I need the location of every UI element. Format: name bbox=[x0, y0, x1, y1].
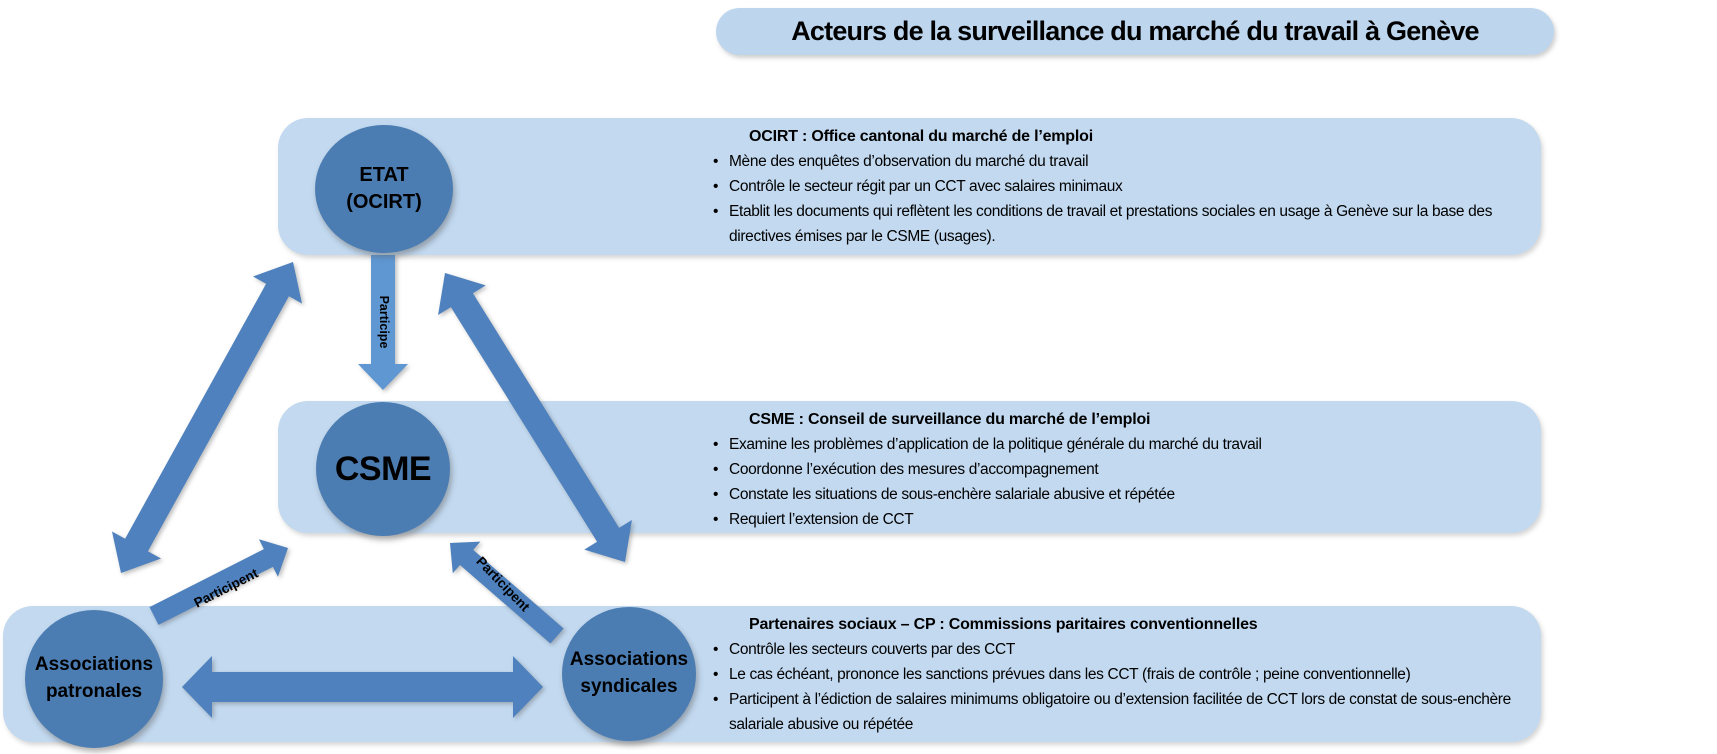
bullet-dot: • bbox=[713, 153, 719, 170]
bullet-dot: • bbox=[713, 691, 719, 708]
ocirt-bullet-2: • Contrôle le secteur régit par un CCT a… bbox=[712, 174, 1530, 199]
csme-bullet-3: • Constate les situations de sous-enchèr… bbox=[712, 482, 1530, 507]
bullet-dot: • bbox=[713, 486, 719, 503]
node-etat-ocirt: ETAT (OCIRT) bbox=[315, 125, 453, 253]
ocirt-bullet-1: • Mène des enquêtes d’observation du mar… bbox=[712, 149, 1530, 174]
csme-bullet-1-text: Examine les problèmes d’application de l… bbox=[729, 436, 1262, 453]
ocirt-bullet-3-text: Etablit les documents qui reflètent les … bbox=[729, 203, 1493, 245]
page-title: Acteurs de la surveillance du marché du … bbox=[791, 16, 1479, 46]
ocirt-header: OCIRT : Office cantonal du marché de l’e… bbox=[749, 128, 1093, 145]
node-associations-syndicales: Associations syndicales bbox=[562, 607, 696, 741]
partenaires-bullet-3: • Participent à l’édiction de salaires m… bbox=[712, 687, 1530, 737]
node-csme: CSME bbox=[316, 402, 450, 536]
ocirt-bullet-1-text: Mène des enquêtes d’observation du march… bbox=[729, 153, 1089, 170]
partenaires-bullet-3-text: Participent à l’édiction de salaires min… bbox=[729, 691, 1511, 733]
csme-header: CSME : Conseil de surveillance du marché… bbox=[749, 411, 1151, 428]
partenaires-text-block: Partenaires sociaux – CP : Commissions p… bbox=[712, 612, 1530, 737]
partenaires-bullet-2-text: Le cas échéant, prononce les sanctions p… bbox=[729, 666, 1411, 683]
csme-bullet-4: • Requiert l’extension de CCT bbox=[712, 507, 1530, 532]
node-patronales-line2: patronales bbox=[45, 681, 143, 702]
arrow-patronales-csme bbox=[149, 539, 288, 625]
csme-bullet-2-text: Coordonne l’exécution des mesures d’acco… bbox=[729, 461, 1099, 478]
arrow-etat-csme bbox=[358, 255, 408, 390]
node-etat-line2: (OCIRT) bbox=[346, 191, 422, 213]
node-associations-patronales: Associations patronales bbox=[25, 610, 163, 748]
bullet-dot: • bbox=[713, 511, 719, 528]
ocirt-text-block: OCIRT : Office cantonal du marché de l’e… bbox=[712, 124, 1530, 249]
partenaires-header: Partenaires sociaux – CP : Commissions p… bbox=[749, 616, 1258, 633]
title-banner: Acteurs de la surveillance du marché du … bbox=[716, 8, 1554, 55]
bullet-dot: • bbox=[713, 436, 719, 453]
bullet-dot: • bbox=[713, 203, 719, 220]
ocirt-bullet-3: • Etablit les documents qui reflètent le… bbox=[712, 199, 1530, 249]
node-syndicales-line2: syndicales bbox=[580, 676, 678, 697]
csme-bullet-3-text: Constate les situations de sous-enchère … bbox=[729, 486, 1175, 503]
arrow-label-participe: Participe bbox=[377, 295, 391, 349]
arrow-etat-patronales bbox=[112, 262, 302, 573]
partenaires-bullet-1: • Contrôle les secteurs couverts par des… bbox=[712, 637, 1530, 662]
info-box-ocirt bbox=[278, 118, 1541, 255]
node-etat-line1: ETAT bbox=[359, 164, 409, 186]
arrow-patronales-syndicales bbox=[182, 656, 543, 718]
arrow-syndicales-csme bbox=[450, 541, 564, 644]
csme-bullet-1: • Examine les problèmes d’application de… bbox=[712, 432, 1530, 457]
node-patronales-line1: Associations bbox=[34, 654, 154, 676]
ocirt-bullet-2-text: Contrôle le secteur régit par un CCT ave… bbox=[729, 178, 1123, 195]
bullet-dot: • bbox=[713, 461, 719, 478]
bullet-dot: • bbox=[713, 666, 719, 683]
csme-bullet-2: • Coordonne l’exécution des mesures d’ac… bbox=[712, 457, 1530, 482]
bullet-dot: • bbox=[713, 178, 719, 195]
partenaires-bullet-2: • Le cas échéant, prononce les sanctions… bbox=[712, 662, 1530, 687]
partenaires-bullet-1-text: Contrôle les secteurs couverts par des C… bbox=[729, 641, 1015, 658]
info-box-csme bbox=[278, 401, 1541, 533]
bullet-dot: • bbox=[713, 641, 719, 658]
arrow-etat-syndicales bbox=[438, 273, 632, 562]
node-syndicales-line1: Associations bbox=[569, 649, 689, 671]
csme-text-block: CSME : Conseil de surveillance du marché… bbox=[712, 407, 1530, 532]
node-csme-label: CSME bbox=[334, 449, 432, 488]
csme-bullet-4-text: Requiert l’extension de CCT bbox=[729, 511, 914, 528]
